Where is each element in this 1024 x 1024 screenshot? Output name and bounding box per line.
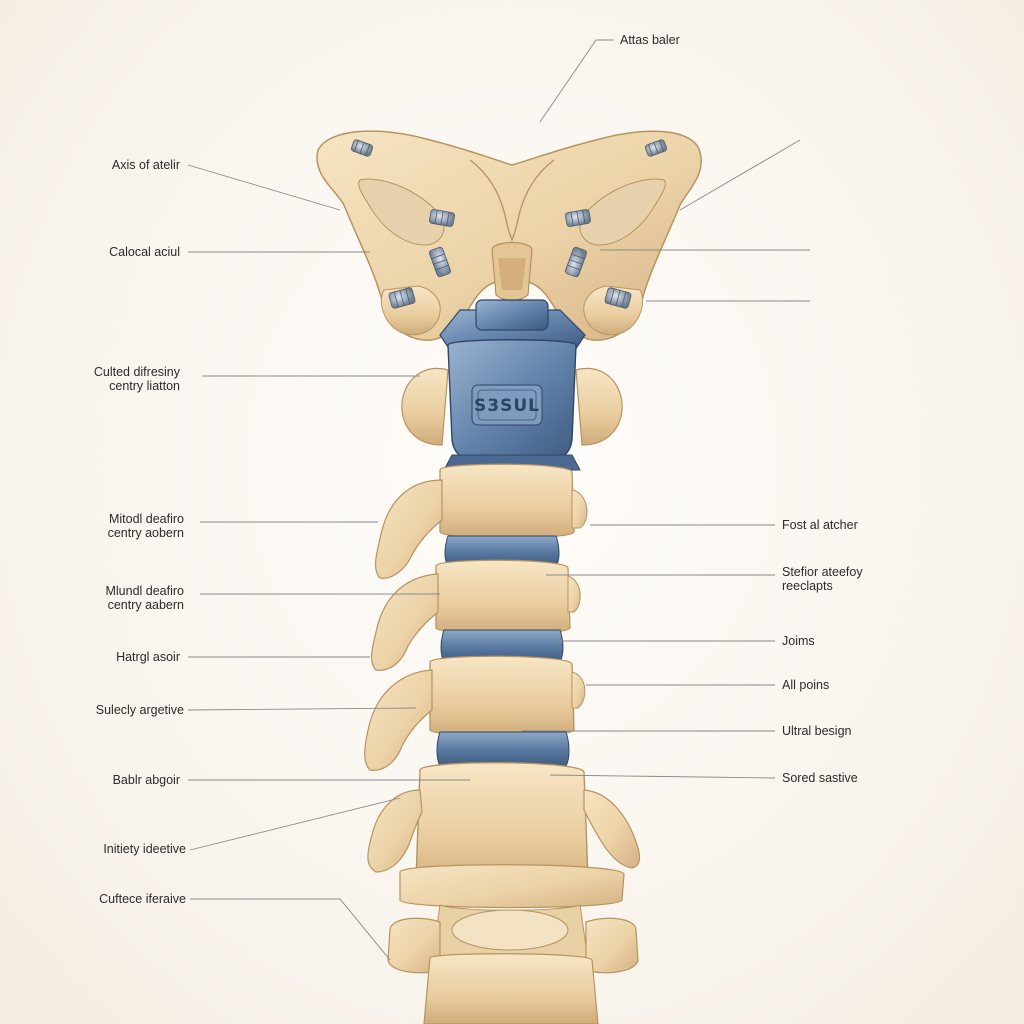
vertebra-1 xyxy=(374,463,588,579)
lateral-mass-pair xyxy=(401,367,623,446)
label-stefior-ateefoy: Stefior ateefoy reeclapts xyxy=(782,565,863,593)
label-all-poins: All poins xyxy=(782,678,830,692)
label-ultral-besign: Ultral besign xyxy=(782,724,852,738)
label-sulecly-argetive: Sulecly argetive xyxy=(95,703,184,717)
label-fost-al-atcher: Fost al atcher xyxy=(782,518,858,532)
label-cuftece-iferaive: Cuftece iferaive xyxy=(99,892,186,906)
implant-device xyxy=(439,299,586,471)
screw-set-atlas xyxy=(350,139,668,309)
label-hatrgl-asoir: Hatrgl asoir xyxy=(116,650,180,664)
label-calocal-aciul: Calocal aciul xyxy=(109,245,180,259)
leader-lines xyxy=(187,39,810,961)
disc-3 xyxy=(436,731,570,767)
vertebra-2 xyxy=(370,559,581,671)
label-atlas-baler: Attas baler xyxy=(620,33,680,47)
vertebra-3 xyxy=(364,655,586,771)
label-mlundl-deafiro: Mlundl deafiro centry aabern xyxy=(105,584,184,612)
vertebra-4 xyxy=(367,762,641,909)
label-sored-sastive: Sored sastive xyxy=(782,771,858,785)
label-culted-difresiny: Culted difresiny centry liatton xyxy=(93,365,180,393)
label-joims: Joims xyxy=(782,634,815,648)
label-axis-of-atelir: Axis of atelir xyxy=(111,158,180,172)
label-initiety-ideetive: Initiety ideetive xyxy=(103,842,186,856)
label-mitodl-deafiro: Mitodl deafiro centry aobern xyxy=(107,512,184,540)
label-bablr-abgoir: Bablr abgoir xyxy=(112,773,180,787)
device-plate-text: S3SUL xyxy=(474,396,540,416)
vertebra-5 xyxy=(387,904,639,1024)
